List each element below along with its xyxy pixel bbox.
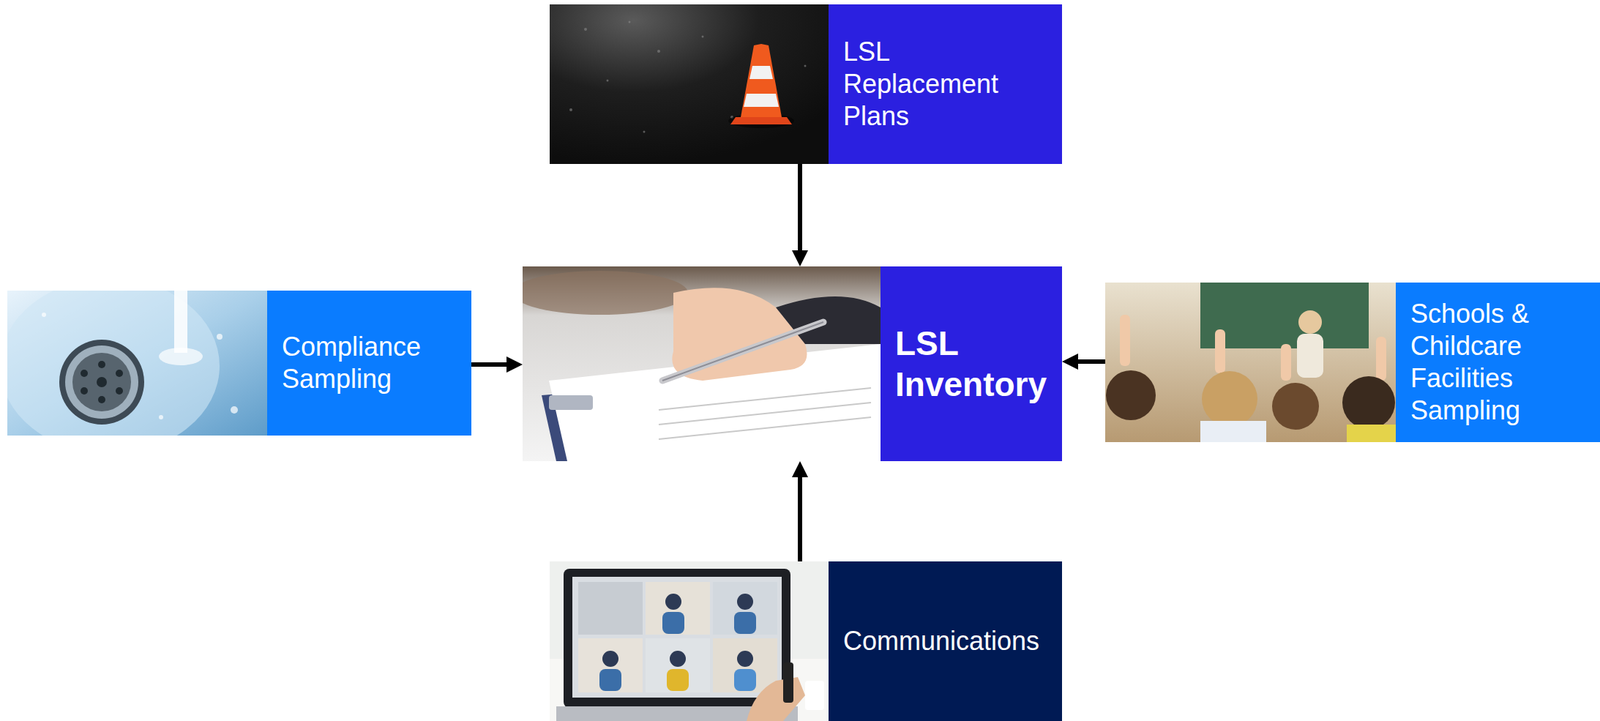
box-label: Communications (843, 625, 1049, 658)
text-panel: Communications (828, 561, 1063, 721)
box-label: LSL Inventory (895, 322, 1049, 405)
laptop-photo (549, 561, 829, 721)
sink-photo (7, 290, 268, 436)
photo-text-box: Schools & Childcare Facilities Sampling (1105, 282, 1600, 443)
text-panel: Schools & Childcare Facilities Sampling (1395, 282, 1600, 443)
arrow-connector (791, 461, 809, 562)
photo-text-box: LSL Inventory (522, 266, 1063, 462)
arrow-connector (1062, 353, 1106, 370)
arrow-connector (791, 163, 809, 267)
box-label: Schools & Childcare Facilities Sampling (1410, 297, 1587, 427)
photo-text-box: Compliance Sampling (7, 290, 472, 436)
cone-photo (549, 4, 829, 164)
text-panel: Compliance Sampling (267, 290, 472, 436)
box-label: Compliance Sampling (281, 330, 459, 396)
photo-text-box: LSL Replacement Plans (549, 4, 1063, 164)
box-label: LSL Replacement Plans (843, 35, 1049, 133)
text-panel: LSL Inventory (880, 266, 1063, 462)
photo-text-box: Communications (549, 561, 1063, 721)
clipboard-photo (522, 266, 881, 462)
text-panel: LSL Replacement Plans (828, 4, 1063, 164)
classroom-photo (1105, 282, 1396, 443)
arrow-connector (471, 356, 523, 373)
